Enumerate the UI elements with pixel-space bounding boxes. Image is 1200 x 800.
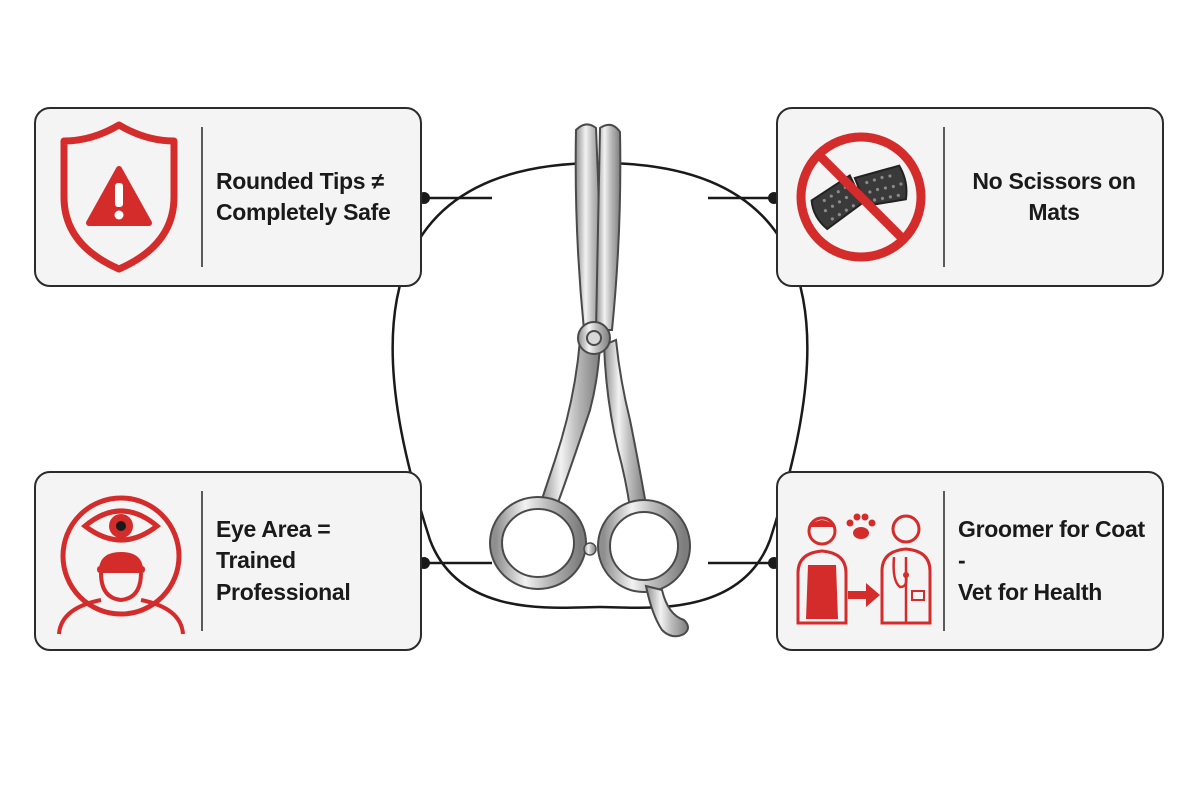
label-line: Trained Professional	[216, 547, 351, 605]
groomer-to-vet-icon	[796, 513, 931, 625]
card-label: Eye Area = Trained Professional	[216, 473, 408, 649]
card-no-scissors-mats: No Scissors on Mats	[776, 107, 1164, 287]
arrow-right-icon	[847, 583, 880, 607]
oval-outline	[391, 161, 809, 610]
shield-warning-icon	[60, 121, 177, 273]
label-line: Rounded Tips ≠	[216, 167, 384, 194]
no-mats-icon	[796, 132, 925, 262]
eye-professional-icon	[56, 495, 185, 635]
paw-icon	[846, 513, 875, 539]
card-label: No Scissors on Mats	[958, 109, 1150, 285]
card-label: Rounded Tips ≠ Completely Safe	[216, 109, 408, 285]
card-label: Groomer for Coat - Vet for Health	[958, 473, 1150, 649]
label-line: No Scissors on Mats	[972, 167, 1136, 225]
label-line: Completely Safe	[216, 199, 391, 225]
card-rounded-tips: Rounded Tips ≠ Completely Safe	[34, 107, 422, 287]
label-line: Eye Area =	[216, 516, 331, 543]
label-line: Groomer for Coat -	[958, 516, 1145, 574]
label-line: Vet for Health	[958, 578, 1103, 605]
card-eye-area: Eye Area = Trained Professional	[34, 471, 422, 651]
card-groomer-vet: Groomer for Coat - Vet for Health	[776, 471, 1164, 651]
